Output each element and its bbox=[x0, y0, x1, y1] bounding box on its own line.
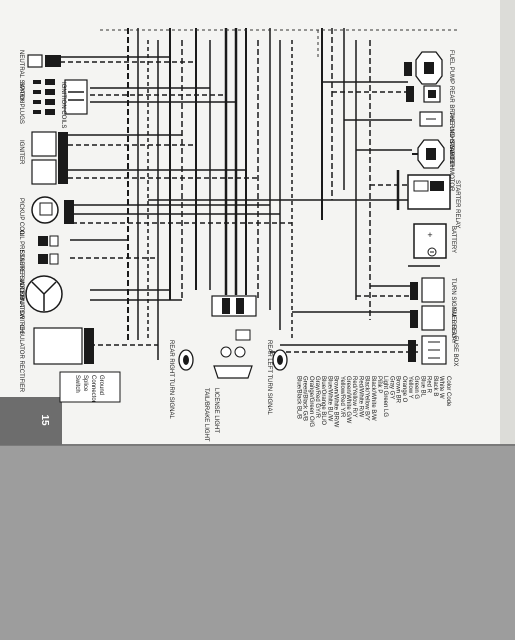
color-code-entry: Blue BL bbox=[419, 376, 425, 398]
rear-brake-light-switch: REAR BRAKE LIGHT SWITCH bbox=[406, 85, 454, 169]
color-code-entry: Pink P bbox=[376, 376, 382, 393]
pickup-coil: PICKUP COIL bbox=[18, 196, 74, 237]
neutral-switch: NEUTRAL SWITCH bbox=[18, 50, 61, 103]
fuse-box: FUSE BOX bbox=[408, 335, 458, 366]
color-code-entry: Light Green LG bbox=[382, 376, 388, 417]
thermo-switch: THERMO SWITCH bbox=[419, 111, 454, 163]
symbol-legend: Ground Connector Splice Switch bbox=[59, 371, 121, 403]
svg-text:Color Code: Color Code bbox=[445, 376, 451, 407]
color-code-entry: Red/White R/W bbox=[357, 376, 363, 418]
svg-text:BATTERY: BATTERY bbox=[450, 226, 456, 253]
regulator-rectifier: REGULATOR RECTIFIER bbox=[18, 322, 94, 393]
fuel-pump: FUEL PUMP bbox=[404, 50, 454, 85]
tail-brake-light: TAIL/BRAKE LIGHT bbox=[203, 295, 257, 442]
svg-text:IGNITER: IGNITER bbox=[18, 140, 24, 165]
svg-text:FUEL RELAY: FUEL RELAY bbox=[450, 308, 456, 344]
color-code-entry: Orange/Green O/G bbox=[308, 376, 314, 427]
color-code-entry: Green/White G/W bbox=[345, 376, 351, 424]
horizontal-wires bbox=[60, 56, 440, 353]
svg-text:PICKUP COIL: PICKUP COIL bbox=[18, 198, 24, 237]
svg-text:STARTER MOTOR: STARTER MOTOR bbox=[448, 140, 454, 192]
svg-text:Ground: Ground bbox=[98, 375, 104, 395]
oil-pressure-switch: OIL PRESSURE SWITCH bbox=[18, 230, 59, 299]
color-code-entry: Black/Yellow B/Y bbox=[364, 376, 370, 421]
svg-text:LICENSE LIGHT: LICENSE LIGHT bbox=[213, 388, 219, 433]
color-code-entry: Gray GY bbox=[388, 376, 394, 399]
color-code-entry: Yellow Y bbox=[407, 376, 413, 399]
paper-edge-shadow bbox=[500, 0, 515, 445]
svg-text:REAR LEFT TURN SIGNAL: REAR LEFT TURN SIGNAL bbox=[266, 340, 272, 415]
svg-text:TURN SIGNAL RELAY: TURN SIGNAL RELAY bbox=[450, 278, 456, 339]
color-code-entry: Green G bbox=[413, 376, 419, 399]
vertical-wire-bundle bbox=[127, 28, 371, 360]
dashed-boundaries bbox=[100, 29, 460, 60]
color-code-entry: Gray/Red GY/R bbox=[314, 376, 320, 419]
svg-text:SPARK PLUGS: SPARK PLUGS bbox=[18, 82, 24, 124]
color-code-entry: Brown BR bbox=[395, 376, 401, 404]
svg-text:STARTER RELAY: STARTER RELAY bbox=[454, 180, 460, 228]
svg-text:TAIL/BRAKE LIGHT: TAIL/BRAKE LIGHT bbox=[203, 388, 209, 442]
rear-left-turn-signal: REAR LEFT TURN SIGNAL bbox=[266, 340, 288, 415]
lower-background bbox=[0, 445, 515, 640]
svg-text:OIL PRESSURE SWITCH: OIL PRESSURE SWITCH bbox=[18, 230, 24, 299]
ignition-coils: IGNITION COILS bbox=[60, 79, 88, 128]
starter-motor: STARTER MOTOR bbox=[412, 139, 454, 192]
alternator: ALTERNATOR bbox=[18, 275, 63, 320]
color-code-entry: Orange O bbox=[401, 376, 407, 403]
svg-text:Switch: Switch bbox=[74, 375, 80, 393]
battery: + BATTERY bbox=[413, 223, 456, 259]
color-code-entry: Blue/Black BL/B bbox=[295, 376, 301, 419]
svg-text:THERMO SWITCH: THERMO SWITCH bbox=[448, 112, 454, 163]
fuel-relay: FUEL RELAY bbox=[410, 305, 456, 344]
color-code-entry: Red R bbox=[426, 376, 432, 394]
svg-text:FUEL PUMP: FUEL PUMP bbox=[448, 50, 454, 84]
svg-text:REAR RIGHT TURN SIGNAL: REAR RIGHT TURN SIGNAL bbox=[168, 340, 174, 419]
svg-text:NEUTRAL SWITCH: NEUTRAL SWITCH bbox=[18, 50, 24, 103]
svg-text:STARTER LOCKOUT SWITCH: STARTER LOCKOUT SWITCH bbox=[18, 250, 24, 333]
page-number-tab: 15 bbox=[0, 397, 62, 445]
color-code-entry: Blue/Orange BL/O bbox=[320, 376, 326, 425]
svg-text:ALTERNATOR: ALTERNATOR bbox=[18, 280, 24, 320]
turn-signal-relay: TURN SIGNAL RELAY bbox=[410, 277, 456, 339]
color-code-entry: Brown/White BR/W bbox=[333, 376, 339, 428]
igniter: IGNITER bbox=[18, 131, 68, 185]
svg-text:Splice: Splice bbox=[82, 375, 88, 392]
svg-text:REAR BRAKE LIGHT SWITCH: REAR BRAKE LIGHT SWITCH bbox=[448, 86, 454, 169]
color-code-entry: Green/Black G/B bbox=[302, 376, 308, 421]
svg-text:FUSE BOX: FUSE BOX bbox=[452, 336, 458, 366]
color-code-entry: Black/White B/W bbox=[370, 376, 376, 421]
color-code-entry: Red/Yellow R/Y bbox=[351, 376, 357, 417]
color-code-entry: Black B bbox=[432, 376, 438, 396]
color-code-entry: White W bbox=[438, 376, 444, 399]
starter-relay: STARTER RELAY bbox=[396, 170, 460, 228]
license-light: LICENSE LIGHT bbox=[213, 329, 251, 433]
spark-plugs: SPARK PLUGS bbox=[18, 79, 55, 124]
svg-text:REGULATOR RECTIFIER: REGULATOR RECTIFIER bbox=[18, 322, 24, 393]
svg-text:+: + bbox=[427, 230, 432, 240]
rear-right-turn-signal: REAR RIGHT TURN SIGNAL bbox=[168, 340, 194, 419]
color-code-entry: Yellow/Red Y/R bbox=[339, 376, 345, 418]
svg-text:Connector: Connector bbox=[90, 375, 96, 403]
page-number: 15 bbox=[39, 414, 50, 426]
color-code-entry: Blue/White BL/W bbox=[326, 376, 332, 422]
svg-text:IGNITION COILS: IGNITION COILS bbox=[60, 82, 66, 128]
starter-lockout-switch: STARTER LOCKOUT SWITCH bbox=[18, 250, 59, 333]
